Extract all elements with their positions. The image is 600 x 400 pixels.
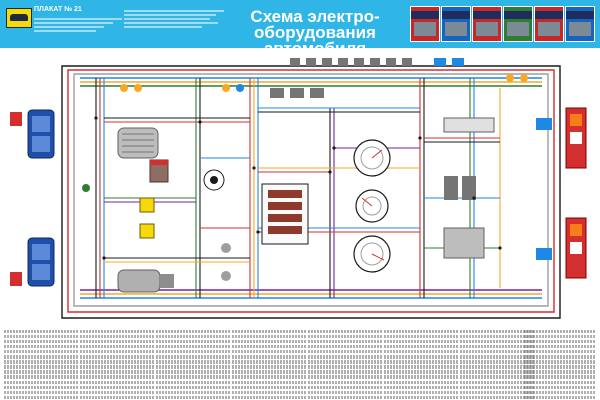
alternator (117, 127, 159, 159)
vertical-wires (95, 78, 501, 298)
top-connectors (270, 58, 464, 98)
book-cover (441, 6, 471, 42)
book-cover (565, 6, 595, 42)
legend-column (384, 328, 458, 400)
poster-title: Схема электро- оборудования автомобиля (230, 7, 400, 58)
switch-cluster (443, 117, 495, 259)
poster-header: ПЛАКАТ № 21 Схема электро- оборудования … (0, 0, 600, 57)
legend-column (308, 328, 382, 400)
wiring-diagram (10, 58, 587, 319)
legend-column (80, 328, 154, 400)
starter-motor (117, 269, 174, 293)
legend-column (460, 328, 534, 400)
ignition-parts (139, 169, 225, 239)
legend-column (524, 328, 596, 400)
legend-column (4, 328, 78, 400)
publisher-info (124, 8, 224, 30)
legend-column (232, 328, 306, 400)
book-covers (410, 6, 596, 42)
battery (149, 159, 169, 183)
component-legend (0, 328, 600, 400)
book-cover (410, 6, 440, 42)
poster-description (34, 16, 122, 34)
rear-lights (536, 107, 587, 279)
legend-column (156, 328, 230, 400)
fuse-block (261, 183, 309, 245)
book-cover (503, 6, 533, 42)
book-cover (534, 6, 564, 42)
title-line-1: Схема электро- (250, 7, 380, 26)
book-cover (472, 6, 502, 42)
title-line-2: оборудования автомобиля (254, 23, 376, 58)
branch-wires (104, 107, 500, 263)
instrument-gauges (353, 139, 391, 273)
poster-number: ПЛАКАТ № 21 (34, 6, 82, 13)
poster-badge (6, 8, 32, 28)
lamps (82, 74, 528, 281)
left-headlights (10, 109, 55, 287)
wire-junctions (94, 116, 502, 260)
car-icon (10, 14, 28, 21)
